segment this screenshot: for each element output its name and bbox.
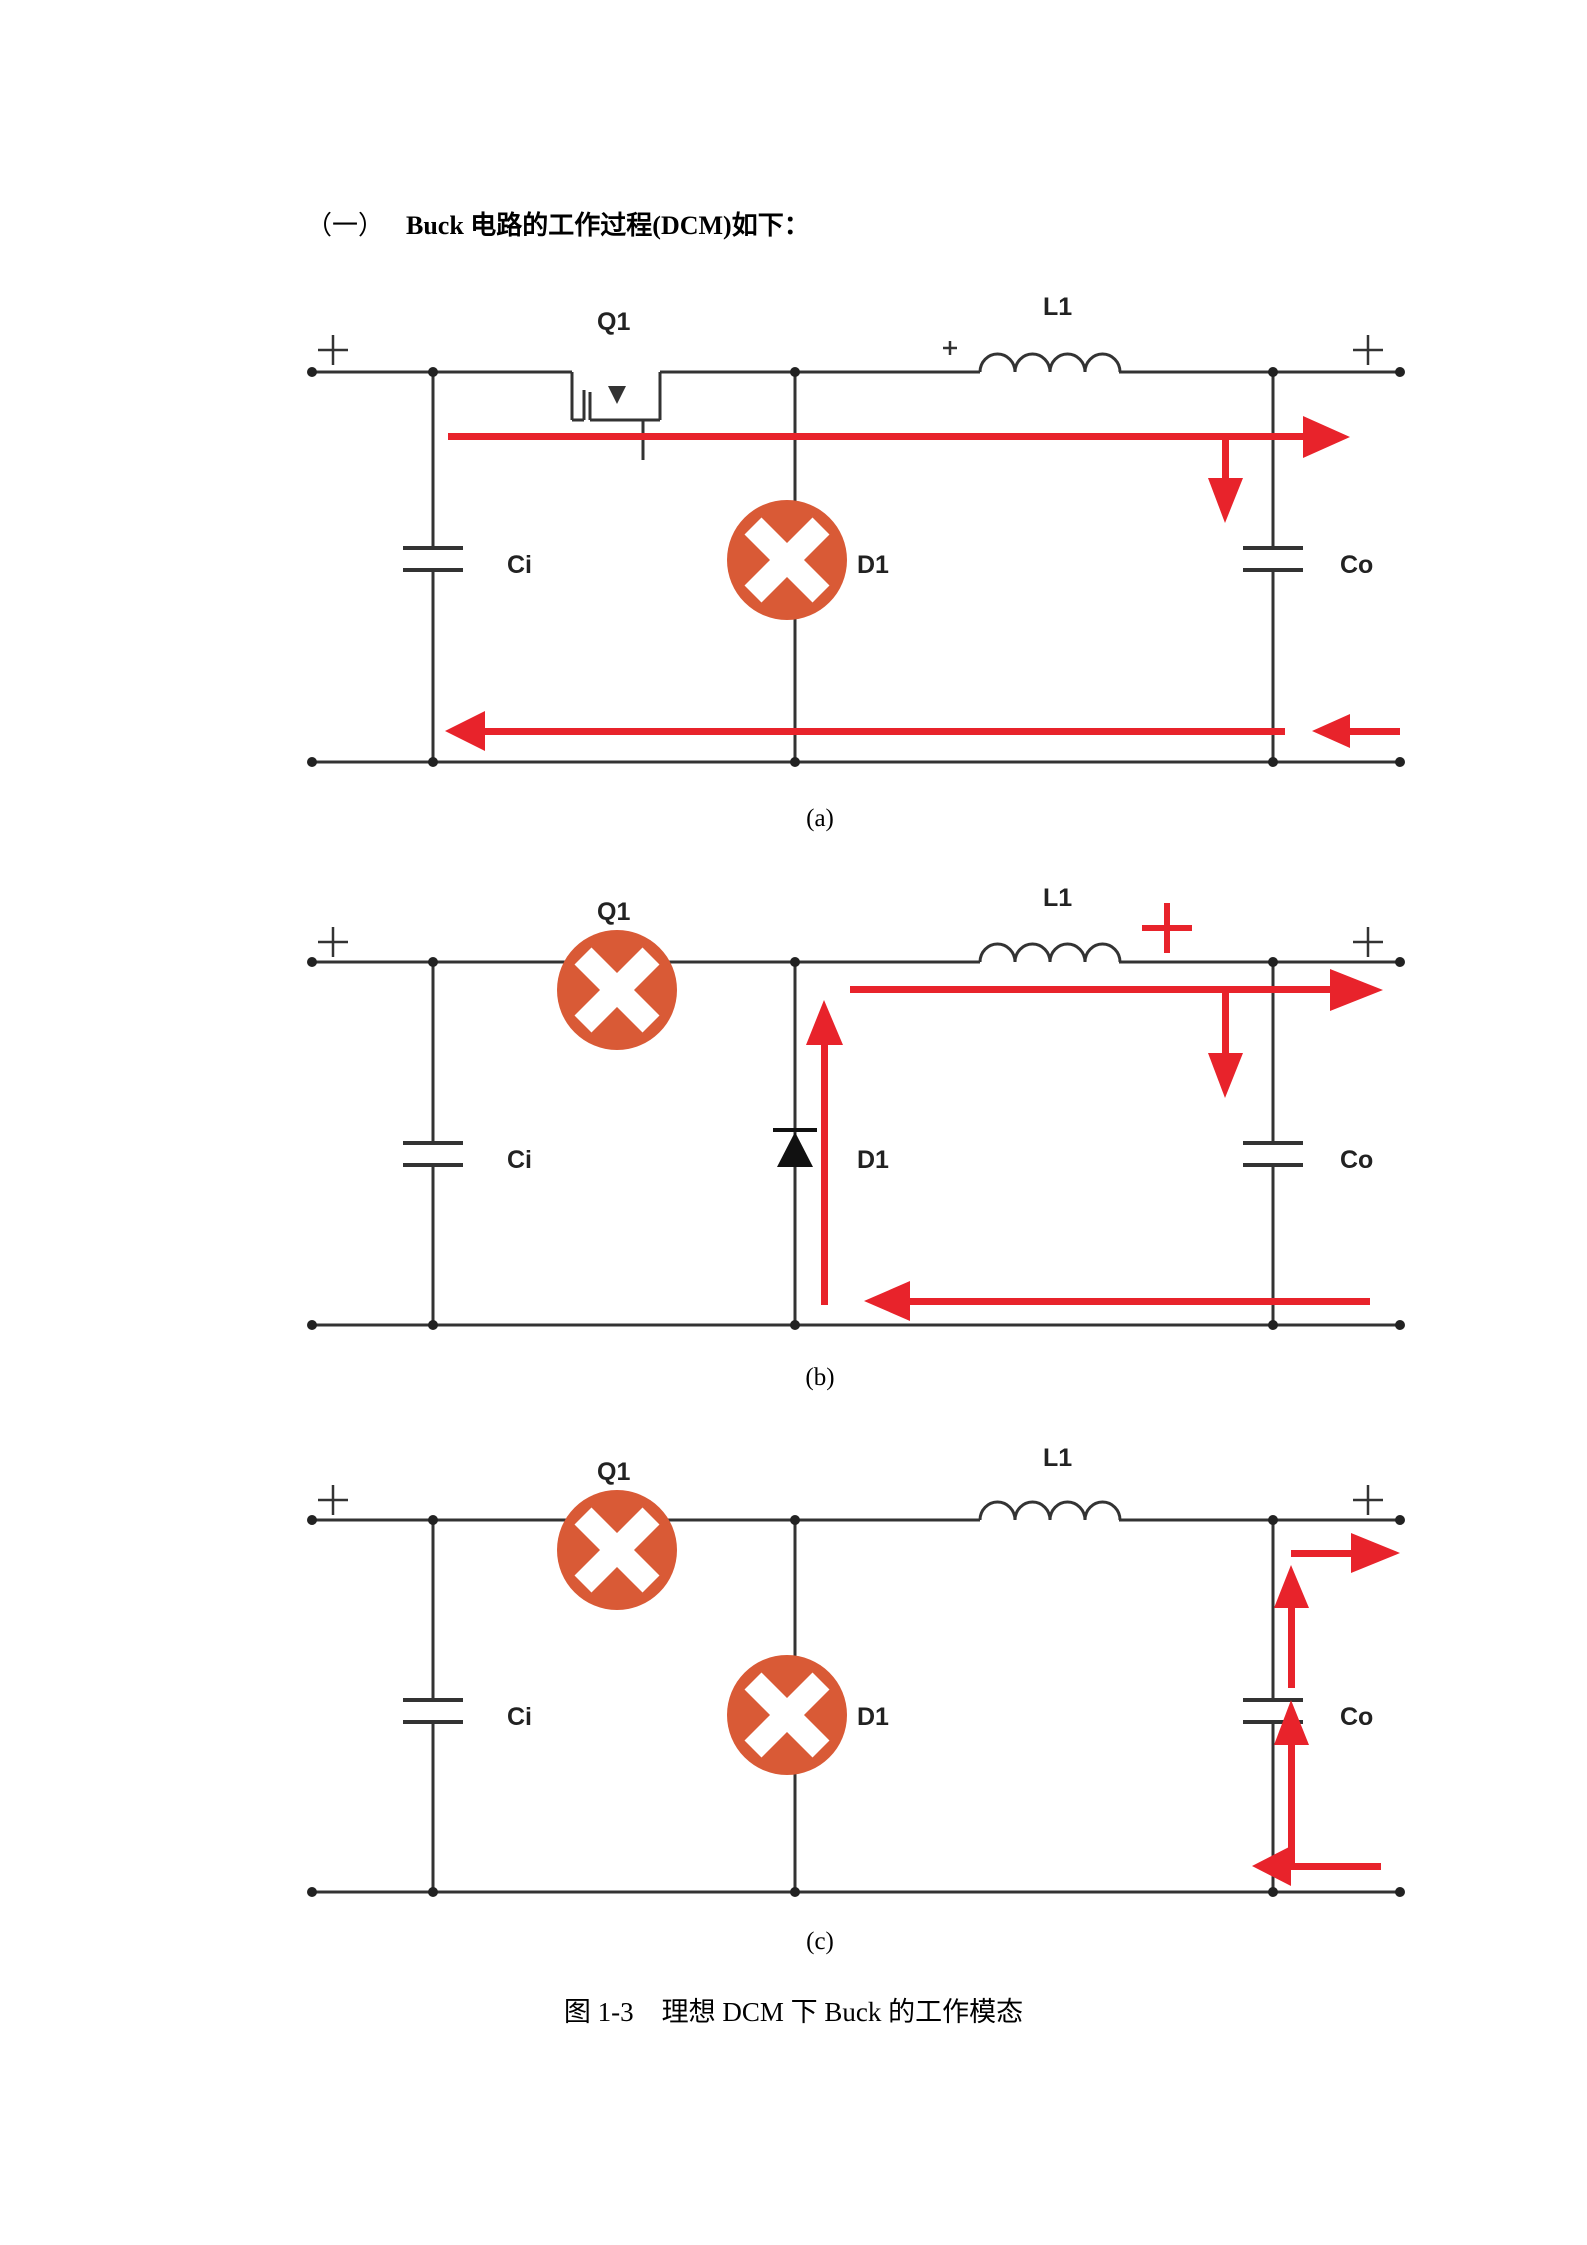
d1-label: D1 — [857, 551, 889, 579]
d1-off-icon — [727, 500, 847, 620]
ci-label: Ci — [507, 1146, 532, 1174]
diode-d1 — [773, 1128, 817, 1167]
l1-label: L1 — [1043, 1444, 1072, 1472]
figure-title: 理想 DCM 下 Buck 的工作模态 — [661, 1997, 1024, 2027]
ci-label: Ci — [507, 551, 532, 579]
co-label: Co — [1340, 551, 1373, 579]
section-heading: （一） Buck 电路的工作过程(DCM)如下： — [306, 205, 810, 242]
circuit-diagram-c: Q1 L1 Ci D1 Co — [307, 1444, 1405, 1897]
ci-label: Ci — [507, 1703, 532, 1731]
caption-a: (a) — [806, 805, 834, 832]
caption-c: (c) — [806, 1928, 834, 1955]
q1-label: Q1 — [597, 308, 630, 336]
current-path-arrows — [1252, 1533, 1400, 1886]
current-path-arrows — [445, 416, 1400, 751]
circuit-diagram-a: Q1 L1 Ci D1 Co — [307, 293, 1405, 767]
current-path-arrows — [806, 969, 1383, 1321]
d1-label: D1 — [857, 1146, 889, 1174]
section-title: Buck 电路的工作过程(DCM)如下： — [406, 211, 810, 240]
q1-off-icon — [557, 930, 677, 1050]
l1-label: L1 — [1043, 884, 1072, 912]
q1-label: Q1 — [597, 898, 630, 926]
d1-off-icon — [727, 1655, 847, 1775]
co-label: Co — [1340, 1146, 1373, 1174]
co-label: Co — [1340, 1703, 1373, 1731]
figure-number: 图 1-3 — [563, 1997, 634, 2027]
section-number: （一） — [306, 211, 385, 240]
circuit-diagram-b: Q1 L1 Ci D1 Co — [307, 884, 1405, 1330]
q1-label: Q1 — [597, 1458, 630, 1486]
inductor-polarity-plus — [1142, 903, 1192, 953]
figure-caption: 图 1-3 理想 DCM 下 Buck 的工作模态 — [0, 1990, 1587, 2029]
q1-off-icon — [557, 1490, 677, 1610]
d1-label: D1 — [857, 1703, 889, 1731]
l1-label: L1 — [1043, 293, 1072, 321]
caption-b: (b) — [805, 1364, 835, 1391]
